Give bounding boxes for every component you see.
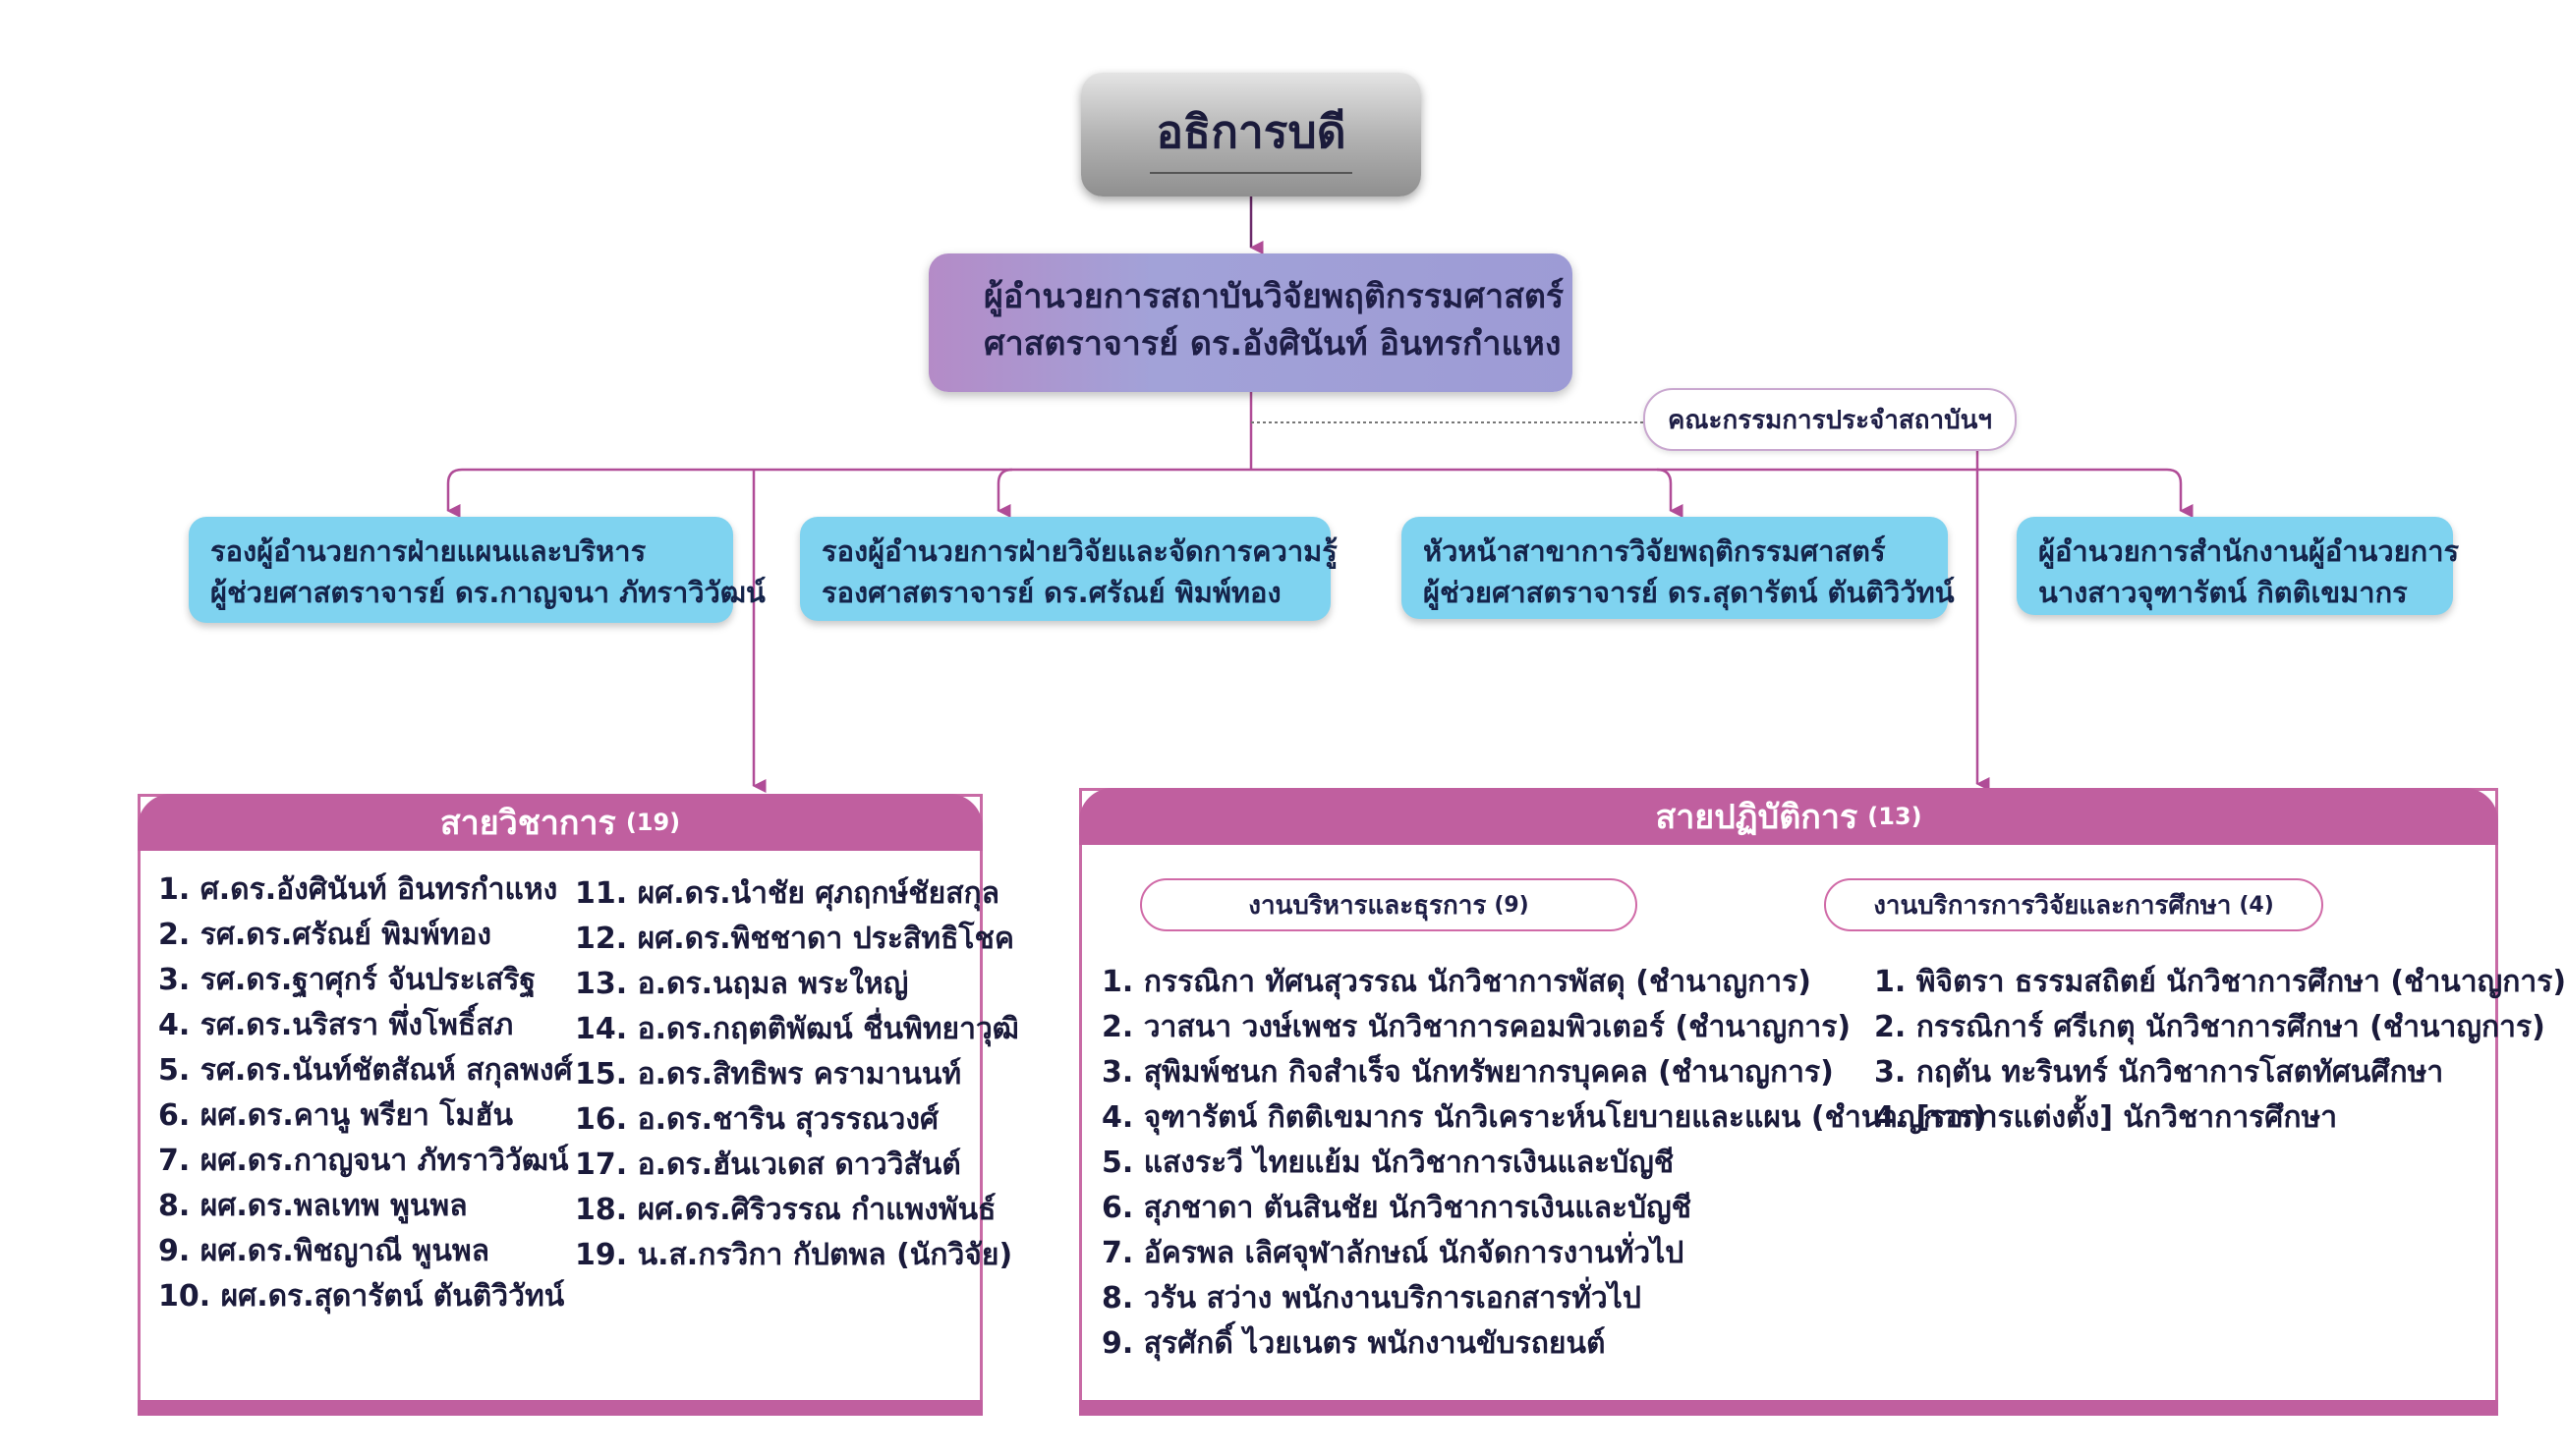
admin-list: 1. กรรณิกา ทัศนสุวรรณ นักวิชาการพัสดุ (ช… xyxy=(1102,960,1987,1367)
department-director-office: ผู้อำนวยการสำนักงานผู้อำนวยการ นางสาวจุฑ… xyxy=(2017,517,2460,615)
president-title: อธิการบดี xyxy=(1150,96,1352,174)
research-subgroup-title: งานบริการการวิจัยและการศึกษา xyxy=(1873,890,2232,921)
list-item: 3. กฤตัน ทะรินทร์ นักวิชาการโสตทัศนศึกษา xyxy=(1874,1055,2444,1090)
academic-panel-header: สายวิชาการ (19) xyxy=(138,794,983,851)
list-item: 2. รศ.ดร.ศรัณย์ พิมพ์ทอง xyxy=(158,918,492,952)
list-item: 16. อ.ดร.ชาริน สุวรรณวงศ์ xyxy=(575,1102,940,1137)
admin-subgroup-count: (9) xyxy=(1494,892,1529,918)
list-item: 5. รศ.ดร.นันท์ชัตสัณห์ สกุลพงศ์ xyxy=(158,1053,573,1088)
operations-title: สายปฏิบัติการ xyxy=(1655,798,1858,837)
department-head-name: นางสาวจุฑารัตน์ กิตติเขมากร xyxy=(2038,576,2408,609)
list-item: 17. อ.ดร.ฮันเวเดส ดาววิสันต์ xyxy=(575,1148,961,1182)
academic-list-col2: 11. ผศ.ดร.นำชัย ศุภฤกษ์ชัยสกุล 12. ผศ.ดร… xyxy=(575,871,1019,1278)
list-item: 6. ผศ.ดร.คานู พรียา โมฮัน xyxy=(158,1098,514,1133)
list-item: 7. ผศ.ดร.กาญจนา ภัทราวิวัฒน์ xyxy=(158,1144,569,1178)
list-item: 7. อัครพล เลิศจุฬาลักษณ์ นักจัดการงานทั่… xyxy=(1102,1236,1684,1270)
committee-label: คณะกรรมการประจำสถาบันฯ xyxy=(1668,405,1992,435)
department-head-name: รองศาสตราจารย์ ดร.ศรัณย์ พิมพ์ทอง xyxy=(822,576,1282,609)
department-position: หัวหน้าสาขาการวิจัยพฤติกรรมศาสตร์ xyxy=(1423,534,1886,568)
department-position: รองผู้อำนวยการฝ่ายวิจัยและจัดการความรู้ xyxy=(822,534,1338,568)
list-item: 4. จุฑารัตน์ กิตติเขมากร นักวิเคราะห์นโย… xyxy=(1102,1100,1987,1135)
list-item: 1. กรรณิกา ทัศนสุวรรณ นักวิชาการพัสดุ (ช… xyxy=(1102,965,1811,999)
list-item: 11. ผศ.ดร.นำชัย ศุภฤกษ์ชัยสกุล xyxy=(575,876,1000,911)
list-item: 2. กรรณิการ์ ศรีเกตุ นักวิชาการศึกษา (ชำ… xyxy=(1874,1010,2545,1044)
operations-panel-header: สายปฏิบัติการ (13) xyxy=(1079,788,2498,845)
department-head-name: ผู้ช่วยศาสตราจารย์ ดร.สุดารัตน์ ตันติวิว… xyxy=(1423,576,1955,609)
director-box: ผู้อำนวยการสถาบันวิจัยพฤติกรรมศาสตร์ ศาส… xyxy=(929,253,1572,392)
director-name: ศาสตราจารย์ ดร.อังศินันท์ อินทรกำแหง xyxy=(984,324,1562,364)
list-item: 8. ผศ.ดร.พลเทพ พูนพล xyxy=(158,1189,468,1223)
academic-list-col1: 1. ศ.ดร.อังศินันท์ อินทรกำแหง 2. รศ.ดร.ศ… xyxy=(158,868,573,1319)
academic-panel: สายวิชาการ (19) 1. ศ.ดร.อังศินันท์ อินทร… xyxy=(138,794,1019,1416)
academic-title: สายวิชาการ xyxy=(439,804,616,843)
research-service-list: 1. พิจิตรา ธรรมสถิตย์ นักวิชาการศึกษา (ช… xyxy=(1874,960,2566,1141)
list-item: 5. แสงระวี ไทยแย้ม นักวิชาการเงินและบัญช… xyxy=(1102,1146,1675,1180)
list-item: 3. รศ.ดร.ฐาศุกร์ จันประเสริฐ xyxy=(158,963,537,997)
list-item: 15. อ.ดร.สิทธิพร ครามานนท์ xyxy=(575,1057,962,1092)
list-item: 4. รศ.ดร.นริสรา พึ่งโพธิ์สภ xyxy=(158,1008,514,1042)
list-item: 9. ผศ.ดร.พิชญาณี พูนพล xyxy=(158,1234,489,1268)
list-item: 2. วาสนา วงษ์เพชร นักวิชาการคอมพิวเตอร์ … xyxy=(1102,1010,1852,1044)
president-box: อธิการบดี xyxy=(1081,73,1421,196)
research-subgroup-label: งานบริการการวิจัยและการศึกษา (4) xyxy=(1824,878,2323,931)
committee-box: คณะกรรมการประจำสถาบันฯ xyxy=(1643,388,2017,451)
list-item: 4. [รอการแต่งตั้ง] นักวิชาการศึกษา xyxy=(1874,1100,2338,1135)
list-item: 1. พิจิตรา ธรรมสถิตย์ นักวิชาการศึกษา (ช… xyxy=(1874,965,2566,999)
list-item: 12. ผศ.ดร.พิชชาดา ประสิทธิโชค xyxy=(575,922,1014,956)
list-item: 10. ผศ.ดร.สุดารัตน์ ตันติวิวัทน์ xyxy=(158,1279,565,1314)
academic-panel-footer xyxy=(138,1400,983,1416)
department-position: รองผู้อำนวยการฝ่ายแผนและบริหาร xyxy=(210,534,647,568)
director-position: ผู้อำนวยการสถาบันวิจัยพฤติกรรมศาสตร์ xyxy=(984,277,1565,316)
department-behavioral-research: หัวหน้าสาขาการวิจัยพฤติกรรมศาสตร์ ผู้ช่ว… xyxy=(1401,517,1955,619)
list-item: 8. วรัน สว่าง พนักงานบริการเอกสารทั่วไป xyxy=(1102,1281,1641,1316)
department-position: ผู้อำนวยการสำนักงานผู้อำนวยการ xyxy=(2038,534,2460,568)
list-item: 9. สุรศักดิ์ ไวยเนตร พนักงานขับรถยนต์ xyxy=(1102,1326,1606,1361)
admin-subgroup-title: งานบริหารและธุรการ xyxy=(1248,890,1487,921)
department-planning-admin: รองผู้อำนวยการฝ่ายแผนและบริหาร ผู้ช่วยศา… xyxy=(189,517,766,623)
department-research-knowledge: รองผู้อำนวยการฝ่ายวิจัยและจัดการความรู้ … xyxy=(800,517,1338,621)
list-item: 6. สุภชาดา ตันสินชัย นักวิชาการเงินและบั… xyxy=(1102,1191,1692,1225)
research-subgroup-count: (4) xyxy=(2239,892,2274,918)
admin-subgroup-label: งานบริหารและธุรการ (9) xyxy=(1140,878,1637,931)
academic-count: (19) xyxy=(625,809,681,836)
list-item: 1. ศ.ดร.อังศินันท์ อินทรกำแหง xyxy=(158,872,558,907)
list-item: 18. ผศ.ดร.ศิริวรรณ กำแพงพันธ์ xyxy=(575,1193,997,1227)
list-item: 3. สุพิมพ์ชนก กิจสำเร็จ นักทรัพยากรบุคคล… xyxy=(1102,1055,1834,1090)
operations-panel-footer xyxy=(1079,1400,2498,1416)
list-item: 14. อ.ดร.กฤตติพัฒน์ ชื่นพิทยาวุฒิ xyxy=(575,1012,1019,1046)
list-item: 13. อ.ดร.นฤมล พระใหญ่ xyxy=(575,967,909,1001)
list-item: 19. น.ส.กรวิกา กัปตพล (นักวิจัย) xyxy=(575,1238,1013,1272)
operations-count: (13) xyxy=(1867,803,1922,830)
department-head-name: ผู้ช่วยศาสตราจารย์ ดร.กาญจนา ภัทราวิวัฒน… xyxy=(210,576,766,609)
